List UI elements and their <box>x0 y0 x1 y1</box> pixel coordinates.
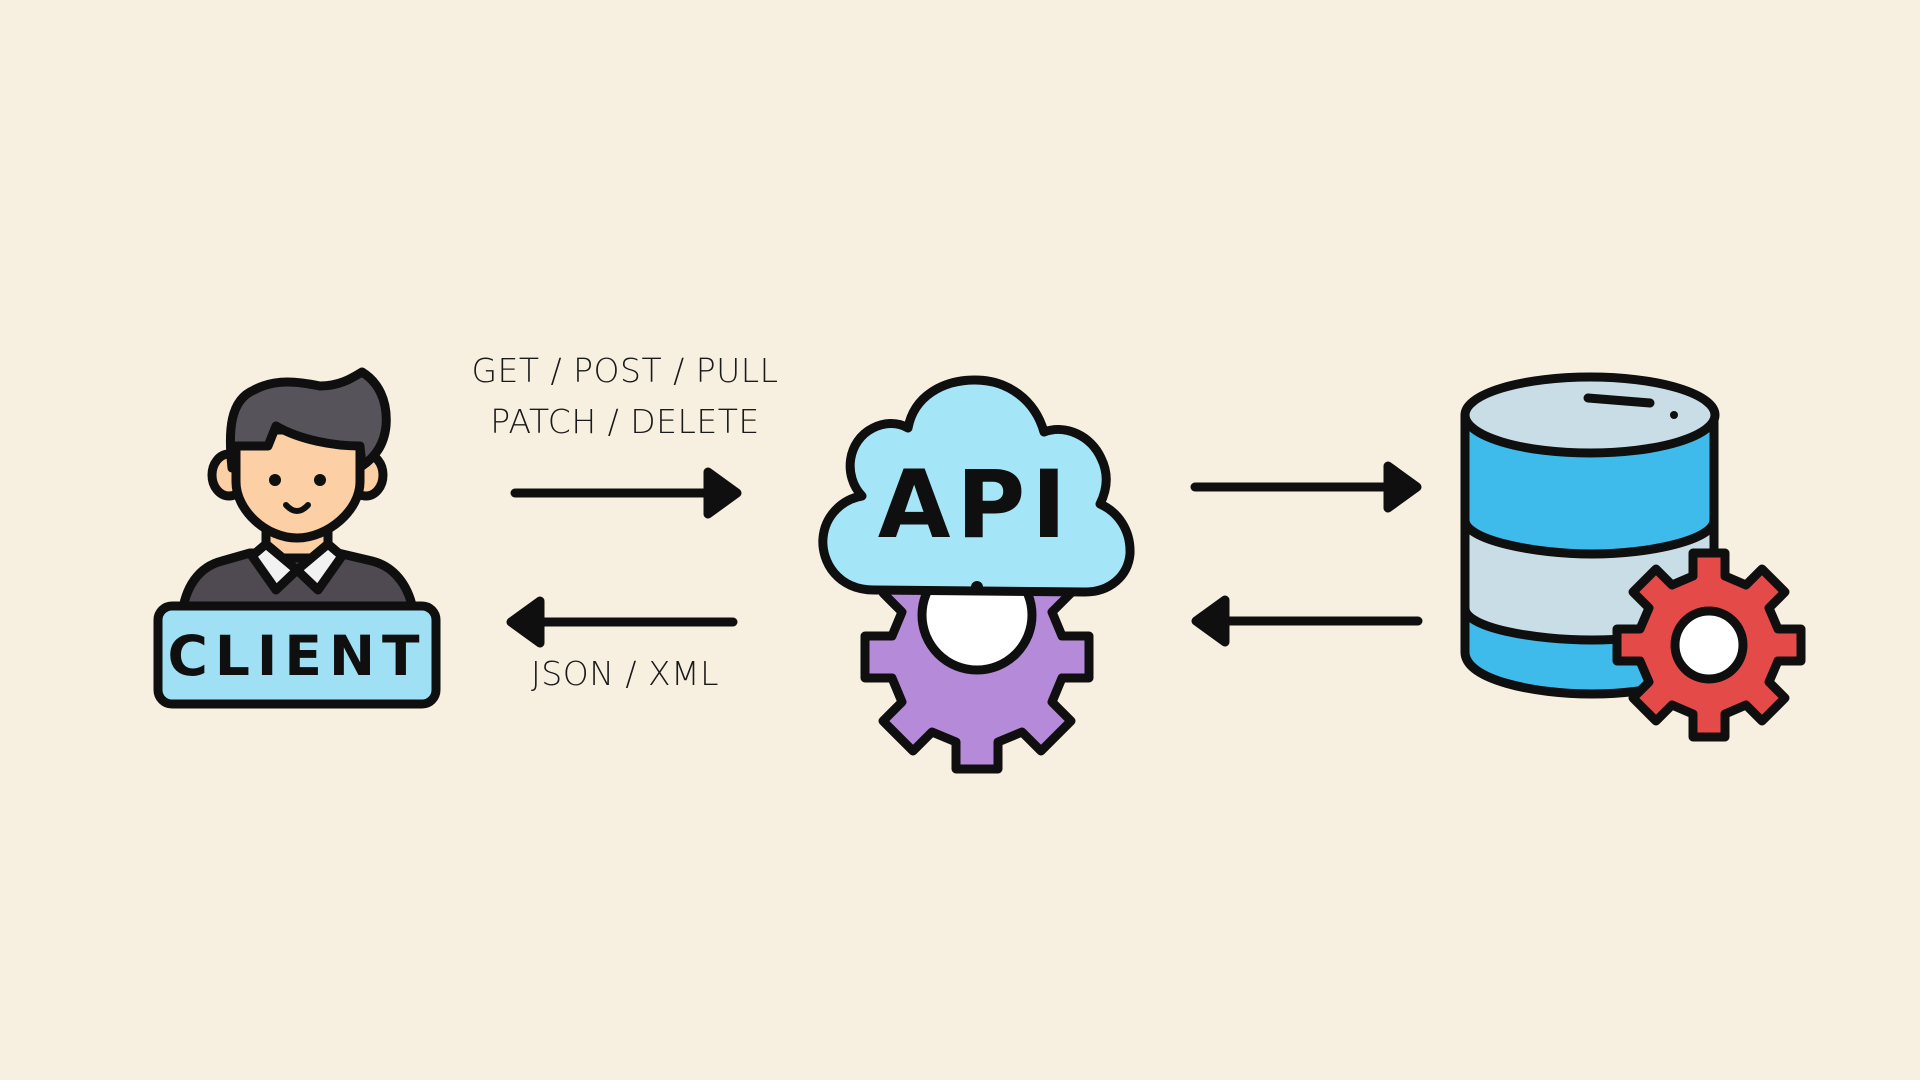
db-gear-hole <box>1670 606 1748 684</box>
request-methods-label-line-1: GET / POST / PULL <box>471 351 779 390</box>
client-mouth <box>283 502 311 514</box>
client-face-details <box>269 474 326 514</box>
response-format-label: JSON / XML <box>531 654 719 693</box>
client-eye-right <box>314 474 326 486</box>
arrow-head-left <box>1191 595 1230 647</box>
db-gear <box>1612 548 1806 742</box>
db-highlight <box>1583 393 1655 408</box>
client-badge-text: CLIENT <box>168 624 427 688</box>
client-face <box>231 425 365 543</box>
client-badge <box>153 601 441 709</box>
arrow-head-left <box>506 596 545 648</box>
db-top-lid <box>1460 372 1720 458</box>
api-cloud <box>818 375 1135 597</box>
client-hair <box>225 367 391 473</box>
api-cloud-gear-icon: API <box>818 375 1135 774</box>
client-person-icon <box>177 367 419 620</box>
request-methods-label-line-2: PATCH / DELETE <box>490 402 760 441</box>
arrow-api-to-db <box>1190 461 1422 513</box>
api-cloud-dot <box>971 581 983 593</box>
api-label: API <box>878 451 1073 560</box>
arrow-db-to-api <box>1191 595 1423 647</box>
arrow-client-to-api <box>510 467 742 519</box>
db-highlight-dot <box>1670 411 1678 419</box>
arrow-api-to-client <box>506 596 738 648</box>
arrow-head-right <box>1383 461 1422 513</box>
arrow-head-right <box>703 467 742 519</box>
client-collar-right <box>292 539 347 595</box>
client-eye-left <box>269 474 281 486</box>
